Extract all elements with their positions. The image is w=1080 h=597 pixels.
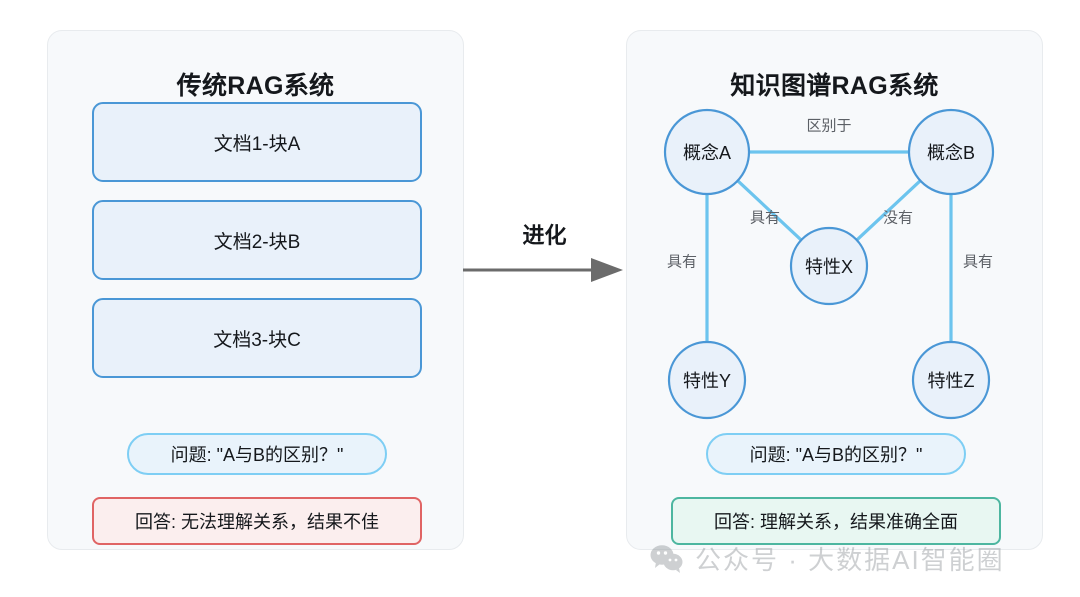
evolution-arrow-group: 进化 — [463, 218, 626, 298]
evolution-arrow-label: 进化 — [522, 223, 567, 248]
graph-edges — [705, 150, 953, 344]
graph-edge-labels: 区别于具有没有具有具有 — [667, 118, 993, 271]
graph-node-circle — [667, 340, 747, 420]
graph-node-featureY[interactable]: 特性Y — [667, 340, 747, 420]
graph-node-circle — [911, 340, 991, 420]
kg-answer-box: 回答: 理解关系，结果准确全面 — [671, 497, 1001, 545]
graph-node-circle — [789, 226, 869, 306]
graph-edge-label: 区别于 — [806, 118, 851, 135]
document-chunk-3: 文档3-块C — [92, 298, 422, 378]
graph-edge-label: 没有 — [883, 210, 913, 227]
graph-edge — [855, 179, 922, 242]
knowledge-graph-rag-title: 知识图谱RAG系统 — [730, 72, 939, 100]
graph-node-featureX[interactable]: 特性X — [789, 226, 869, 306]
wechat-icon — [650, 544, 683, 573]
graph-node-label: 特性Z — [928, 371, 975, 391]
evolution-arrow-icon — [463, 258, 623, 282]
graph-node-label: 特性X — [805, 257, 853, 277]
graph-node-conceptA[interactable]: 概念A — [663, 108, 751, 196]
graph-edge-label: 具有 — [750, 210, 780, 227]
graph-node-featureZ[interactable]: 特性Z — [911, 340, 991, 420]
traditional-rag-panel: 传统RAG系统 文档1-块A 文档2-块B 文档3-块C 问题: "A与B的区别… — [47, 30, 464, 550]
watermark-text: 公众号 · 大数据AI智能圈 — [695, 545, 1005, 575]
traditional-rag-title: 传统RAG系统 — [176, 72, 335, 100]
graph-nodes: 概念A 概念B 特性X 特性Y 特性Z — [663, 108, 995, 420]
watermark: 公众号 · 大数据AI智能圈 — [650, 540, 1005, 577]
graph-node-label: 概念A — [683, 142, 731, 163]
graph-node-label: 概念B — [927, 142, 975, 163]
graph-edge-label: 具有 — [963, 254, 993, 271]
graph-node-conceptB[interactable]: 概念B — [907, 108, 995, 196]
graph-edge — [736, 179, 803, 242]
traditional-answer-box: 回答: 无法理解关系，结果不佳 — [92, 497, 422, 545]
graph-node-circle — [907, 108, 995, 196]
graph-edge-label: 具有 — [667, 254, 697, 271]
kg-question-pill: 问题: "A与B的区别？" — [706, 433, 966, 475]
traditional-question-pill: 问题: "A与B的区别？" — [127, 433, 387, 475]
document-chunk-2: 文档2-块B — [92, 200, 422, 280]
graph-node-label: 特性Y — [683, 371, 731, 391]
document-chunk-1: 文档1-块A — [92, 102, 422, 182]
graph-node-circle — [663, 108, 751, 196]
